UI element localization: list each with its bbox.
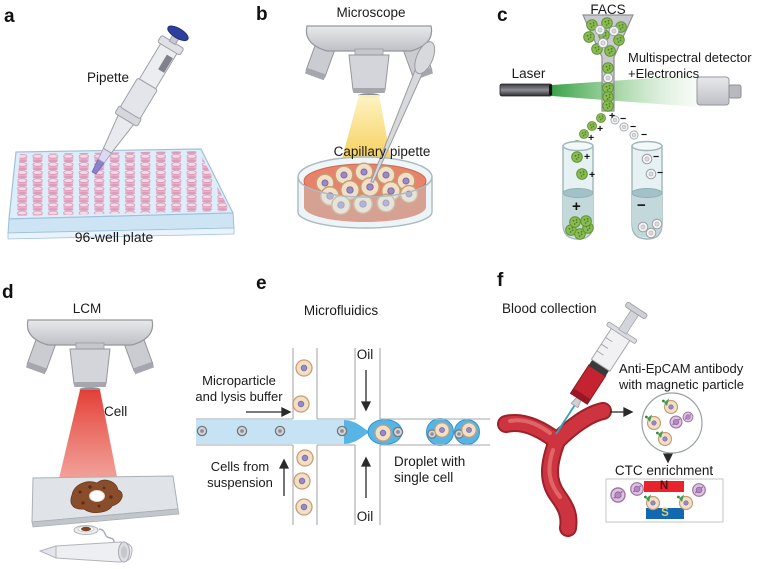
cell-label: Cell <box>104 404 128 419</box>
lcm-microscope-illustration <box>25 319 155 487</box>
microscope-title: Microscope <box>336 5 406 20</box>
pipette-illustration <box>91 25 189 175</box>
magnet-south-label: S <box>661 507 669 519</box>
capillary-pipette-illustration <box>370 41 436 184</box>
petri-dish-illustration <box>297 156 433 229</box>
panel-letter-a: a <box>4 6 15 27</box>
microfluidics-title: Microfluidics <box>303 303 379 318</box>
lcm-title: LCM <box>72 301 102 316</box>
panel-d-art <box>25 319 180 563</box>
panel-letter-e: e <box>256 273 267 294</box>
pipette-label: Pipette <box>87 70 130 85</box>
panel-a-art <box>7 25 235 240</box>
panel-letter-c: c <box>497 5 508 26</box>
plus-sign: + <box>584 151 591 163</box>
blood-collection-title: Blood collection <box>502 301 597 316</box>
syringe-illustration <box>555 302 648 435</box>
blood-vessel <box>497 402 612 537</box>
panel-c-art <box>499 14 742 240</box>
magnet-north-bar <box>644 481 684 492</box>
panel-letter-f: f <box>497 270 504 291</box>
panel-f-art <box>497 302 724 537</box>
microparticle-inlet-label: Microparticle and lysis buffer <box>195 373 283 404</box>
oil-bottom-label: Oil <box>356 509 374 524</box>
microcentrifuge-tube <box>38 541 133 563</box>
magnet-north-label: N <box>659 480 669 492</box>
droplet-label: Droplet with single cell <box>394 454 466 485</box>
panel-letter-d: d <box>2 282 14 303</box>
minus-sign: − <box>630 121 637 133</box>
plus-sign-tube: + <box>572 198 581 215</box>
detector-device <box>696 76 742 106</box>
magnet-south-bar <box>646 508 684 519</box>
detector-label: Multispectral detector +Electronics <box>628 50 752 81</box>
microscope-illustration <box>304 25 434 170</box>
capillary-pipette-label: Capillary pipette <box>333 144 431 159</box>
cell-inlet-label: Cells from suspension <box>207 459 273 490</box>
minus-sign: − <box>641 129 648 141</box>
laser-beam <box>552 75 698 107</box>
plus-sign: + <box>588 132 595 144</box>
ctc-enrichment-label: CTC enrichment <box>614 463 714 478</box>
labeled-cells-circle <box>641 392 703 454</box>
minus-sign-tube: − <box>637 197 646 214</box>
tissue-sample <box>70 479 123 513</box>
plate-caption: 96-well plate <box>74 229 154 245</box>
channel-walls <box>196 348 490 525</box>
minus-sign: − <box>620 113 627 125</box>
panel-letter-b: b <box>256 4 268 25</box>
antibody-label: Anti-EpCAM antibody with magnetic partic… <box>619 361 744 392</box>
facs-title: FACS <box>590 2 626 17</box>
ctc-enrichment-box <box>605 478 724 523</box>
laser-cutting-beam <box>57 390 119 487</box>
facs-funnel <box>582 14 634 112</box>
minus-sign: − <box>653 151 660 163</box>
positive-tube <box>562 140 594 240</box>
light-beam <box>339 95 393 170</box>
flow-arrows <box>246 370 372 498</box>
panel-b-art <box>297 25 436 229</box>
channel-fluid <box>196 420 350 444</box>
minus-sign: − <box>657 167 664 179</box>
negative-tube <box>631 140 663 240</box>
collection-cap <box>73 525 115 545</box>
96-well-plate-illustration <box>7 148 235 240</box>
plus-sign: + <box>609 110 616 122</box>
plus-sign: + <box>597 123 604 135</box>
panel-e-art <box>196 348 490 525</box>
oil-top-label: Oil <box>356 347 374 362</box>
laser-device <box>499 83 553 97</box>
plus-sign: + <box>589 169 596 181</box>
laser-label: Laser <box>511 66 546 81</box>
